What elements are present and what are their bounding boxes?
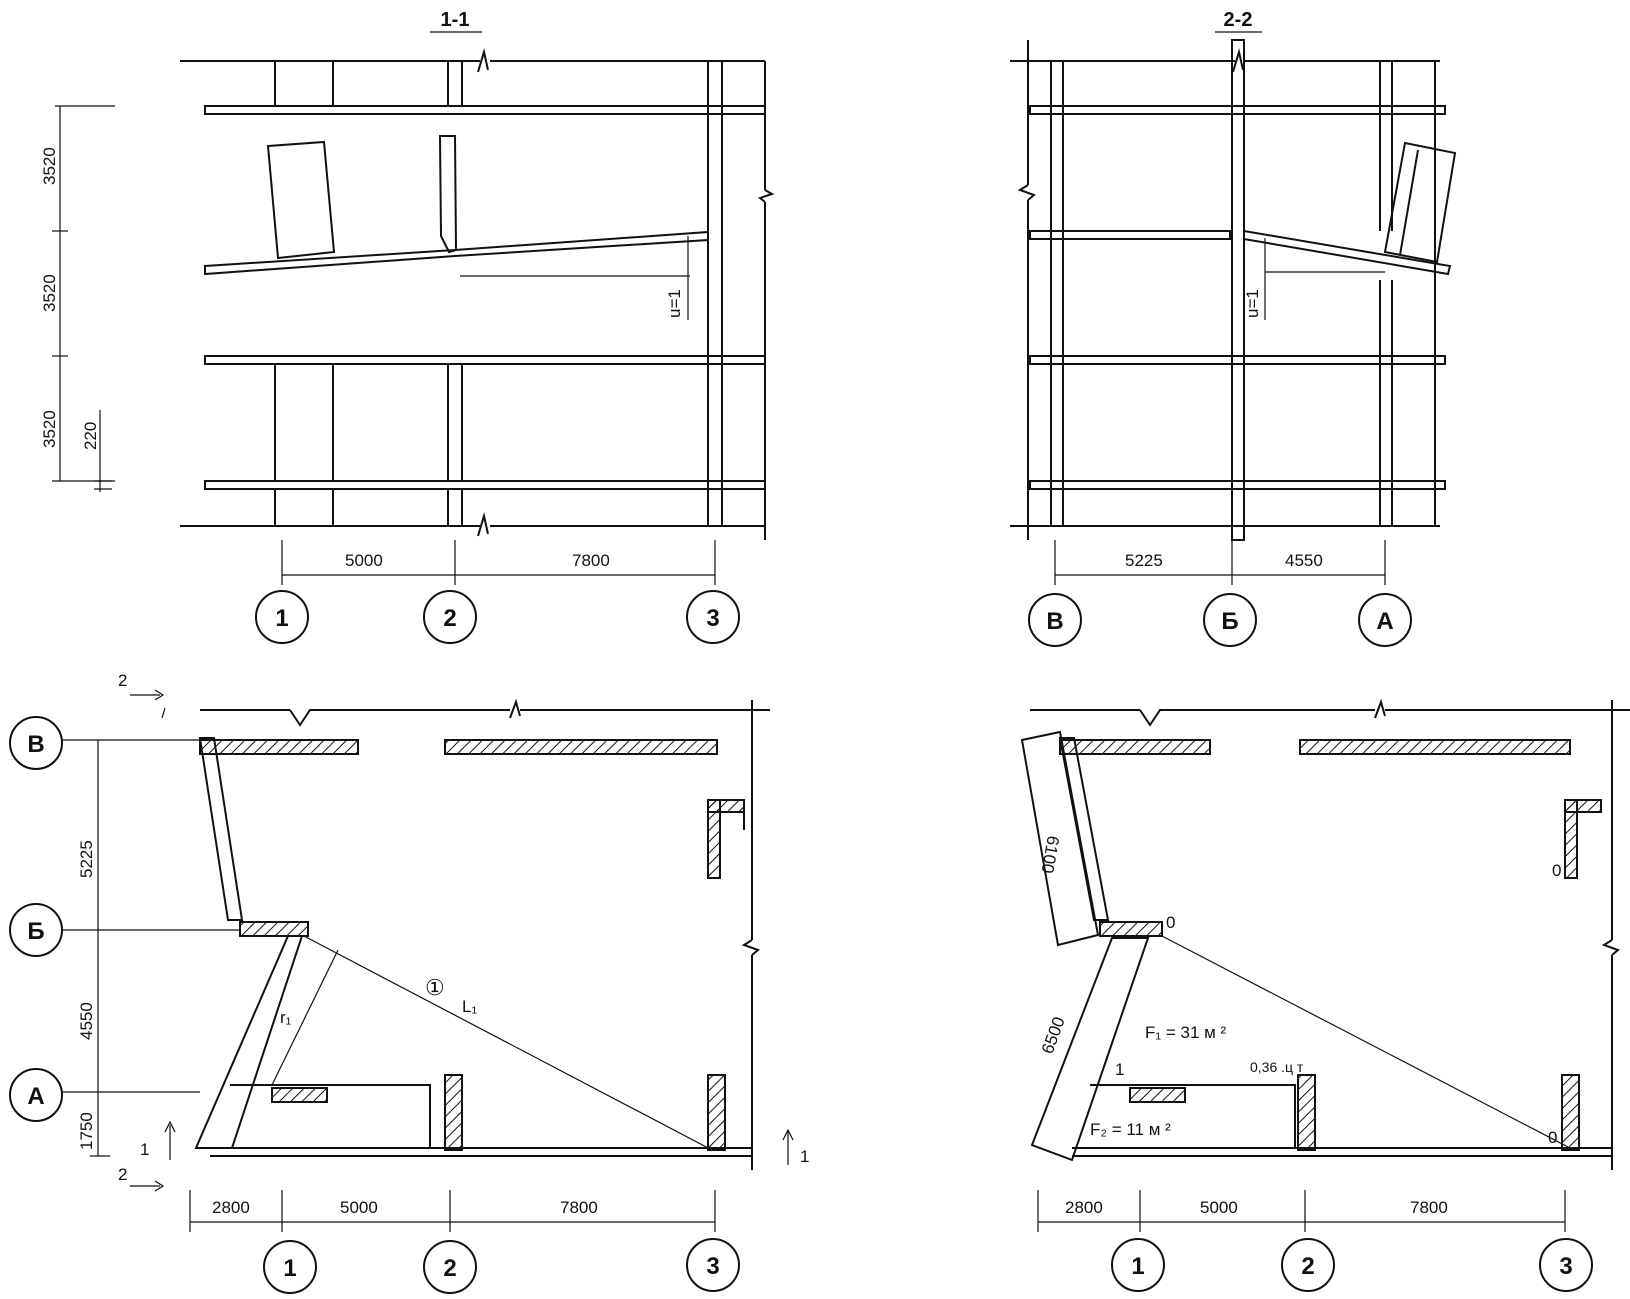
zero-label: 0 [1552,861,1561,880]
span-dim: 5225 [1125,551,1163,570]
length-label: 6100 [1037,834,1062,875]
span-dim: 2800 [1065,1198,1103,1217]
tilted-slab [204,230,709,276]
section-1-title: 1-1 [441,9,470,31]
fallen-wall [1020,730,1100,947]
plan-left: 2 ① L₁ r₁ 1 1 2 [9,671,809,1294]
axis-label: В [27,731,44,758]
zero-label: 0 [1166,913,1175,932]
collapsed-wall [1030,937,1150,1162]
wall-segment [199,739,359,755]
area-label-f2: F₂ = 11 м ² [1090,1120,1171,1139]
axis-label: 1 [275,605,288,632]
wall-segment [444,739,718,755]
lever-line [303,935,713,1151]
height-dim: 3520 [40,147,59,185]
section-1-1: 1-1 u=1 [40,9,775,644]
displaced-column [266,140,336,260]
cut-label: 2 [118,1165,127,1184]
collapsed-wall [194,935,304,1149]
section-2-title: 2-2 [1224,9,1253,31]
axis-label: А [27,1083,44,1110]
displaced-column [438,135,458,254]
cut-label: 2 [118,671,127,690]
center-of-gravity-label: 0,36 .ц т [1250,1059,1304,1075]
axis-label: 2 [443,1255,456,1282]
axis-marker [423,590,477,644]
span-dim: 5000 [345,551,383,570]
deflection-label: u=1 [1243,289,1262,318]
axis-label: Б [1221,608,1238,635]
height-dim: 220 [81,422,100,450]
cut-label: 1 [140,1140,149,1159]
deflection-label: u=1 [665,289,684,318]
axis-label: 2 [1301,1253,1314,1280]
span-dim: 5000 [340,1198,378,1217]
tilted-wall [198,737,244,921]
span-dim: 7800 [560,1198,598,1217]
axis-label: Б [27,918,44,945]
span-dim: 5000 [1200,1198,1238,1217]
row-dim: 4550 [77,1002,96,1040]
axis-label: 3 [706,605,719,632]
row-dim: 1750 [77,1112,96,1150]
length-label: 6500 [1038,1014,1069,1056]
displaced-column [1383,141,1457,264]
section-2-2: 2-2 u=1 5225 4550 В Б [1010,9,1457,647]
zero-label: 0 [1548,1128,1557,1147]
axis-label: 3 [1559,1253,1572,1280]
height-dim: 3520 [40,410,59,448]
tilted-wall [1058,737,1110,921]
cut-label: 1 [800,1147,809,1166]
area-label-f1: F₁ = 31 м ² [1145,1023,1227,1042]
axis-label: 1 [1131,1253,1144,1280]
floor-slab [204,355,766,365]
span-dim: 7800 [572,551,610,570]
row-dim: 5225 [77,840,96,878]
axis-label: А [1376,608,1393,635]
axis-label: 2 [443,605,456,632]
wall-segment [239,921,309,937]
radius-label: r₁ [280,1008,292,1027]
span-dim: 4550 [1285,551,1323,570]
axis-label: В [1046,608,1063,635]
axis-label: 1 [283,1255,296,1282]
tilted-slab [1243,229,1452,276]
line-label: L₁ [462,997,477,1016]
axis-marker [686,590,740,644]
plan-right: 6100 0 0 6500 F₁ = 31 м ² F₂ = 11 м ² 0,… [1020,698,1630,1292]
axis-marker [255,590,309,644]
point-label: 1 [1115,1060,1124,1079]
span-dim: 7800 [1410,1198,1448,1217]
floor-slab [204,480,766,490]
line-marker: ① [425,975,445,1000]
height-dim: 3520 [40,274,59,312]
floor-slab [204,105,766,115]
span-dim: 2800 [212,1198,250,1217]
axis-label: 3 [706,1253,719,1280]
